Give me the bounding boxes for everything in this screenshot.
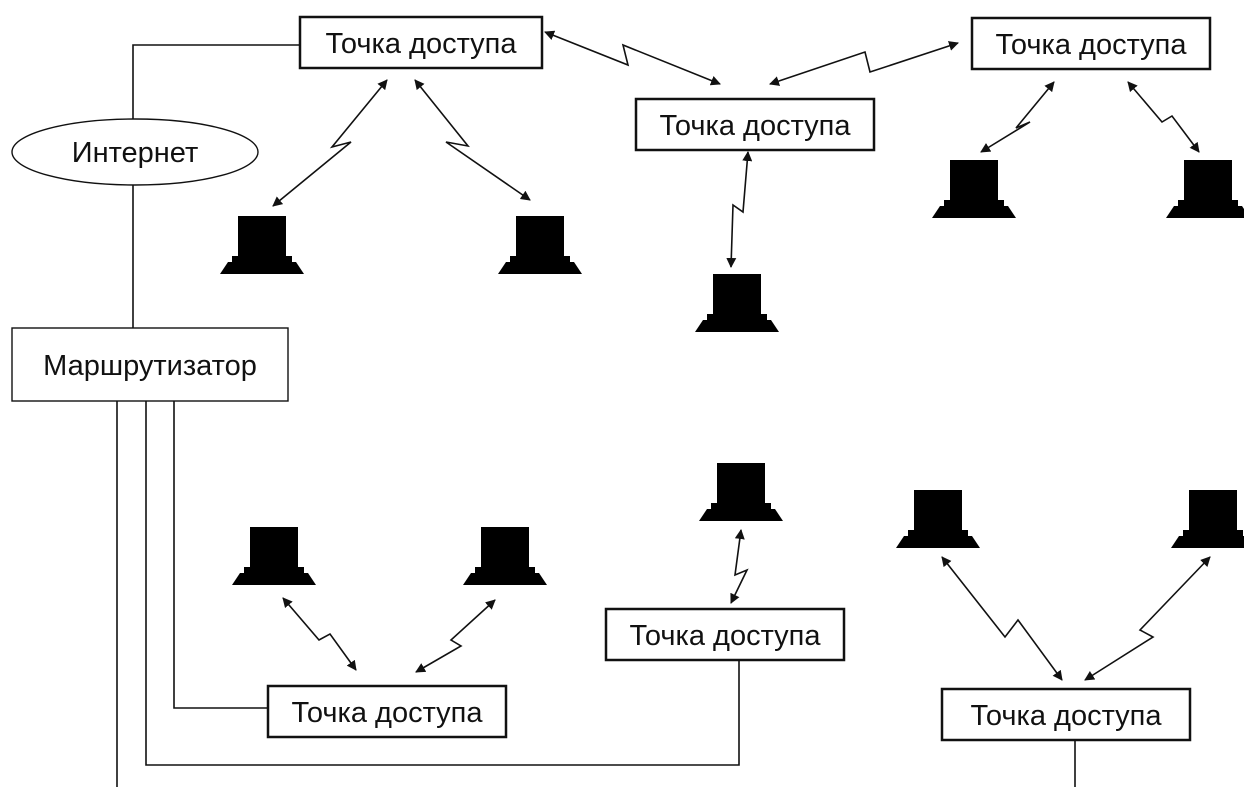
wireless-link-icon bbox=[726, 151, 753, 268]
wireless-link-icon bbox=[272, 79, 388, 207]
access-point: Точка доступа bbox=[266, 684, 508, 739]
access-point: Точка доступа bbox=[298, 15, 544, 70]
wire-router-ap4 bbox=[173, 401, 268, 709]
wireless-link-icon bbox=[414, 79, 531, 201]
wireless-links bbox=[272, 30, 1211, 681]
access-point-label: Точка доступа bbox=[995, 29, 1187, 61]
wireless-link-icon bbox=[282, 597, 357, 671]
laptop-icon bbox=[463, 527, 547, 585]
access-point-label: Точка доступа bbox=[291, 697, 483, 729]
wire-router-ap5 bbox=[145, 401, 740, 766]
laptop-icon bbox=[932, 160, 1016, 218]
access-point-label: Точка доступа bbox=[629, 620, 821, 652]
wireless-link-icon bbox=[980, 81, 1055, 153]
laptop-icon bbox=[220, 216, 304, 274]
wireless-link-icon bbox=[769, 41, 959, 86]
access-point: Точка доступа bbox=[940, 687, 1192, 742]
laptop-icon bbox=[699, 463, 783, 521]
wired-links bbox=[116, 44, 1076, 787]
router-node: Маршрутизатор bbox=[11, 327, 289, 402]
wireless-link-icon bbox=[415, 599, 496, 673]
access-point-label: Точка доступа bbox=[659, 110, 851, 142]
wireless-link-icon bbox=[730, 529, 749, 604]
laptop-icon bbox=[1166, 160, 1244, 218]
wireless-link-icon bbox=[544, 30, 721, 86]
internet-label: Интернет bbox=[72, 137, 199, 169]
laptop-icon bbox=[232, 527, 316, 585]
wireless-link-icon bbox=[1084, 556, 1211, 681]
access-point-label: Точка доступа bbox=[970, 700, 1162, 732]
laptop-icon bbox=[896, 490, 980, 548]
wireless-link-icon bbox=[941, 556, 1063, 681]
router-label: Маршрутизатор bbox=[43, 350, 257, 382]
access-point-label: Точка доступа bbox=[325, 28, 517, 60]
wire-ap1-internet bbox=[132, 44, 300, 120]
laptop-icon bbox=[1171, 490, 1244, 548]
access-point: Точка доступа bbox=[634, 97, 876, 152]
access-point: Точка доступа bbox=[604, 607, 846, 662]
wireless-link-icon bbox=[1127, 81, 1200, 153]
laptop-icon bbox=[695, 274, 779, 332]
internet-node: Интернет bbox=[11, 118, 259, 186]
access-point: Точка доступа bbox=[970, 16, 1212, 71]
laptop-icon bbox=[498, 216, 582, 274]
